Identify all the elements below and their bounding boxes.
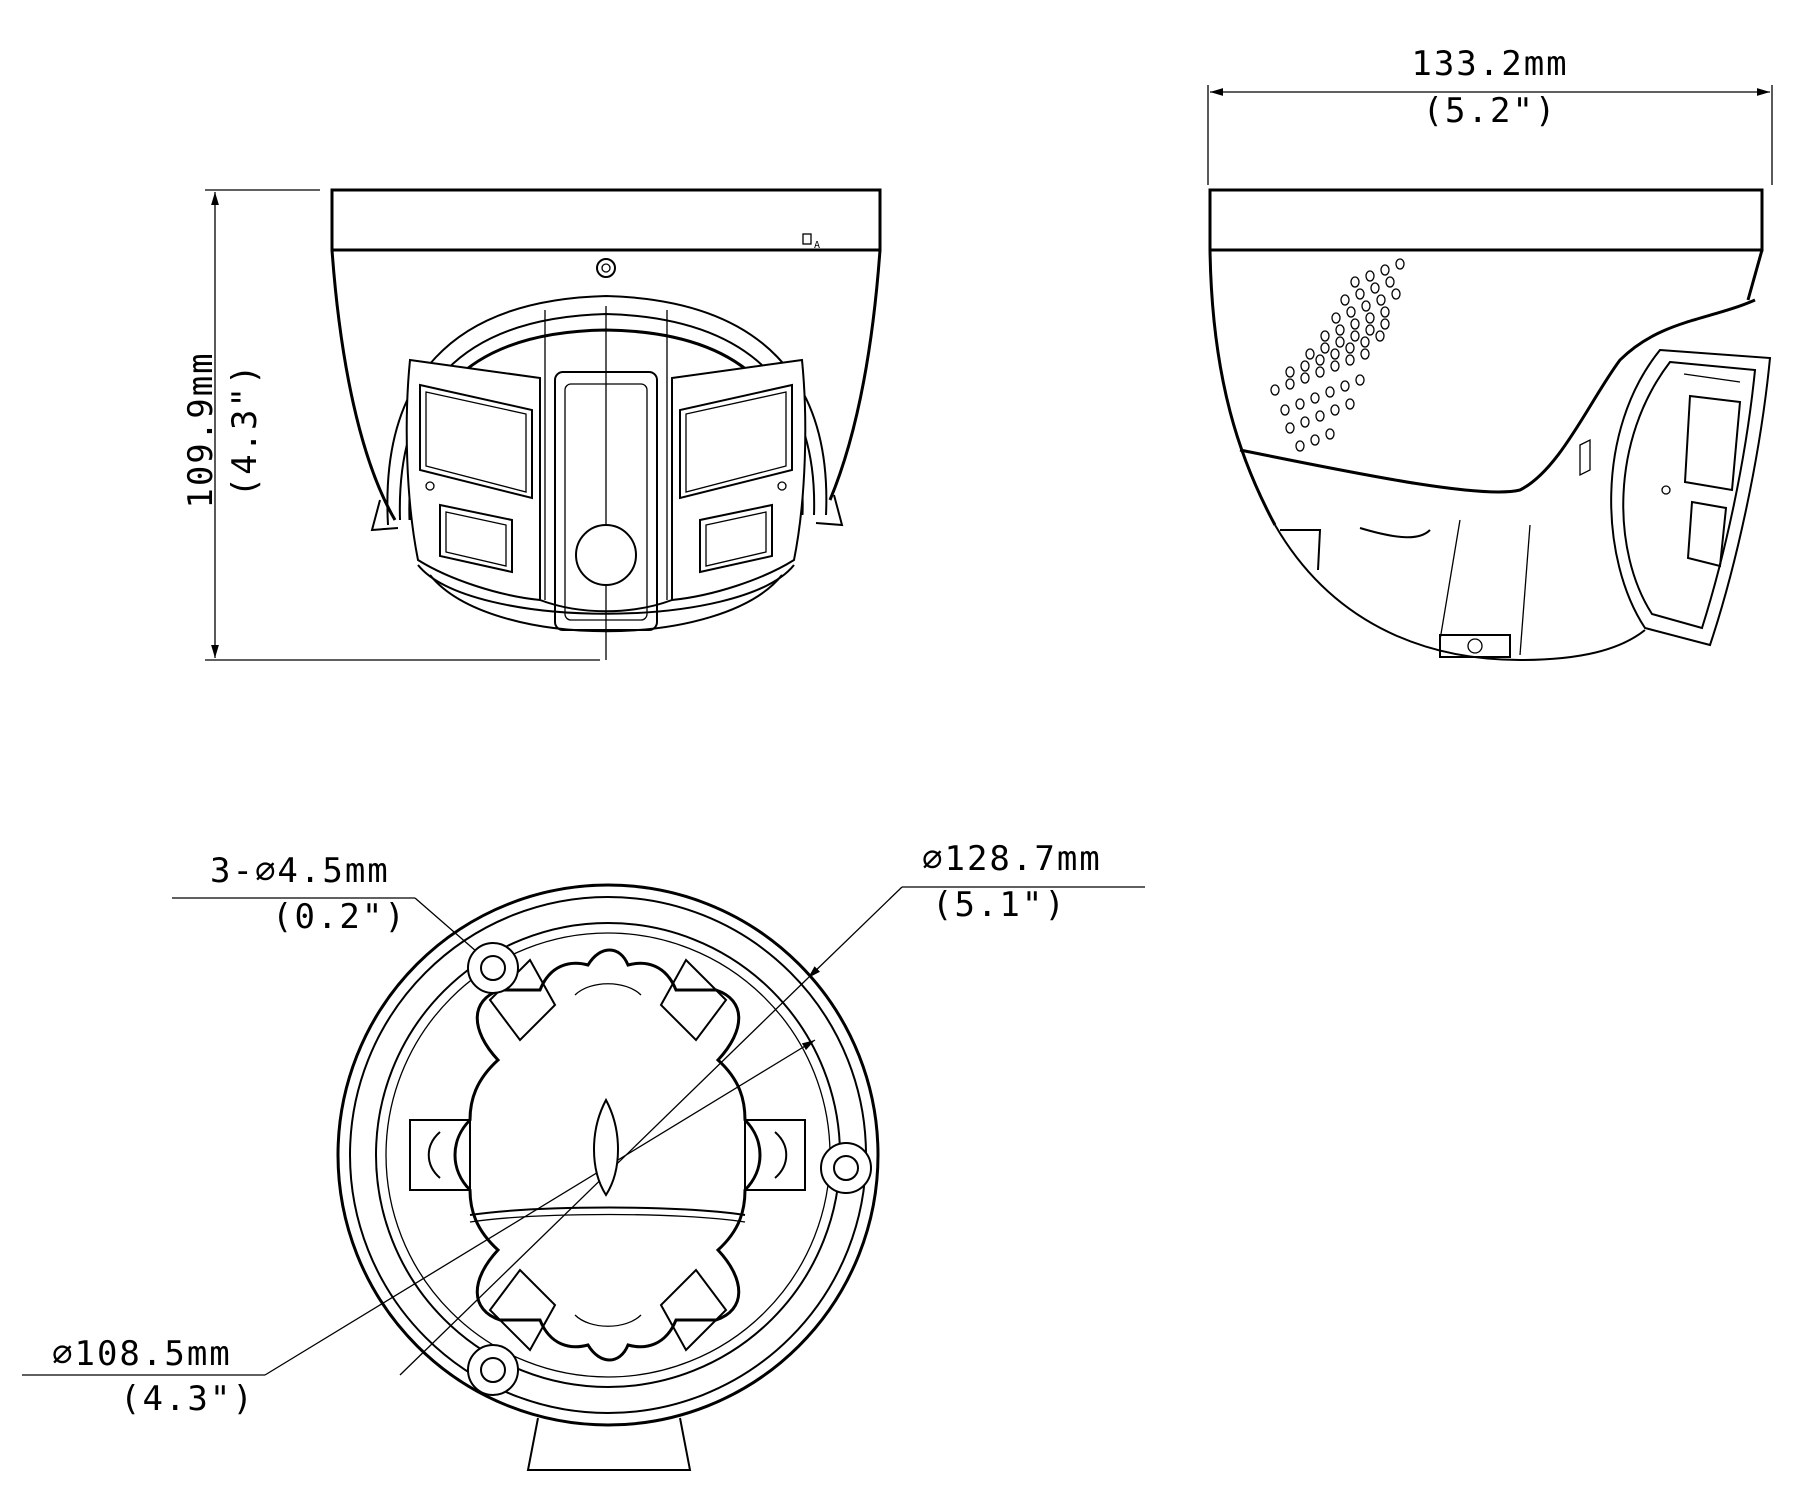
speaker-hole [1380,264,1390,276]
front-view: 109.9mm (4.3") A [181,188,882,661]
speaker-hole [1315,366,1325,378]
speaker-hole [1370,282,1380,294]
width-dimension: 133.2mm (5.2") [1207,44,1773,185]
speaker-hole [1361,300,1371,312]
speaker-hole [1355,288,1365,300]
speaker-hole [1375,330,1385,342]
speaker-hole [1345,398,1355,410]
speaker-hole [1285,422,1295,434]
speaker-hole [1330,360,1340,372]
speaker-hole [1385,276,1395,288]
outer-dia-metric-label: ∅128.7mm [922,839,1102,879]
speaker-hole [1305,348,1315,360]
height-imperial-label: (4.3") [225,363,265,498]
speaker-hole [1380,306,1390,318]
speaker-hole [1395,258,1405,270]
outer-dia-imperial-label: (5.1") [932,885,1067,925]
hole-metric-label: 3-∅4.5mm [210,851,390,891]
inner-dia-metric-label: ∅108.5mm [52,1334,232,1374]
speaker-hole [1330,348,1340,360]
speaker-hole [1285,378,1295,390]
side-lens-module [1610,348,1772,647]
speaker-hole [1345,342,1355,354]
width-metric-label: 133.2mm [1411,44,1568,84]
speaker-hole [1295,398,1305,410]
hole-imperial-label: (0.2") [272,897,407,937]
mount-bracket [409,948,806,1362]
speaker-hole [1365,270,1375,282]
speaker-hole [1285,366,1295,378]
speaker-hole [1335,324,1345,336]
speaker-hole [1280,404,1290,416]
speaker-holes [1270,258,1405,452]
speaker-hole [1330,404,1340,416]
height-metric-label: 109.9mm [181,351,221,508]
speaker-hole [1300,372,1310,384]
speaker-hole [1346,306,1356,318]
speaker-hole [1331,312,1341,324]
front-lens-module [405,306,807,660]
speaker-hole [1355,374,1365,386]
speaker-hole [1310,392,1320,404]
speaker-hole [1325,428,1335,440]
bottom-view: 3-∅4.5mm (0.2") ∅128.7mm (5.1") ∅108.5mm… [22,839,1145,1471]
speaker-hole [1270,384,1280,396]
hole-dimension: 3-∅4.5mm (0.2") [172,851,501,973]
speaker-hole [1350,330,1360,342]
front-housing: A [330,188,882,521]
svg-text:A: A [814,240,820,251]
speaker-hole [1350,276,1360,288]
speaker-hole [1320,330,1330,342]
speaker-hole [1360,336,1370,348]
height-dimension: 109.9mm (4.3") [181,189,600,661]
screw-holes [467,942,872,1396]
outer-diameter-dimension: ∅128.7mm (5.1") [399,839,1145,1376]
side-view: 133.2mm (5.2") [1207,44,1773,662]
speaker-hole [1320,342,1330,354]
speaker-hole [1300,360,1310,372]
speaker-hole [1310,434,1320,446]
speaker-hole [1376,294,1386,306]
speaker-hole [1295,440,1305,452]
speaker-hole [1380,318,1390,330]
speaker-hole [1300,416,1310,428]
speaker-hole [1335,336,1345,348]
speaker-hole [1365,312,1375,324]
speaker-hole [1315,410,1325,422]
speaker-hole [1350,318,1360,330]
speaker-hole [1345,354,1355,366]
speaker-hole [1340,294,1350,306]
speaker-hole [1365,324,1375,336]
width-imperial-label: (5.2") [1423,91,1558,131]
speaker-hole [1360,348,1370,360]
speaker-hole [1340,380,1350,392]
inner-diameter-dimension: ∅108.5mm (4.3") [22,1039,816,1419]
inner-dia-imperial-label: (4.3") [120,1379,255,1419]
speaker-hole [1391,288,1401,300]
speaker-hole [1325,386,1335,398]
side-housing [1208,188,1764,662]
speaker-hole [1315,354,1325,366]
